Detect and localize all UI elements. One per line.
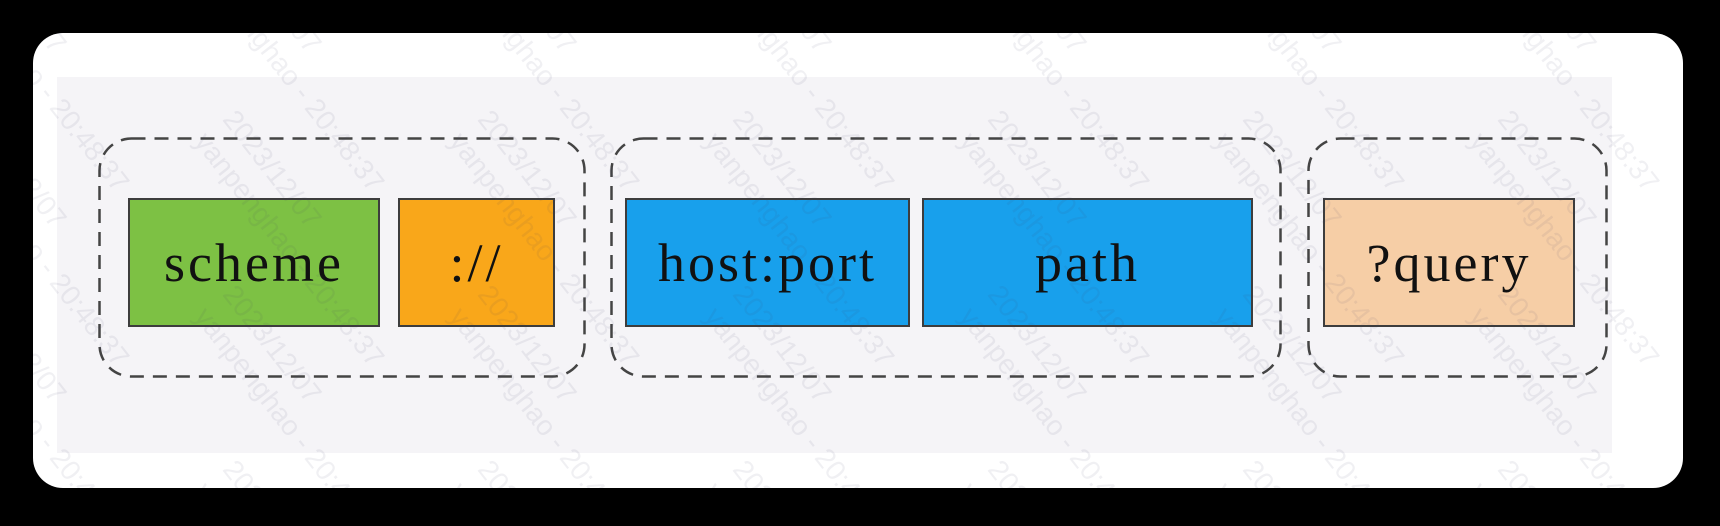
screenshot-card: scheme :// host:port path ?query 2023/12…: [33, 33, 1683, 488]
scheme-group-outline: [98, 137, 586, 378]
watermark-tile: 2023/12/07 yanpenghao - 20:48:37: [1461, 453, 1683, 488]
host-port-box: host:port: [625, 198, 910, 327]
dashed-rect-icon: [98, 137, 586, 378]
scheme-box: scheme: [128, 198, 380, 327]
path-box: path: [922, 198, 1253, 327]
dashed-rect-icon: [610, 137, 1282, 378]
watermark-tile: 2023/12/07 yanpenghao - 20:48:37: [1206, 453, 1440, 488]
query-box: ?query: [1323, 198, 1575, 327]
scheme-separator-box: ://: [398, 198, 555, 327]
watermark-tile: 2023/12/07 yanpenghao - 20:48:37: [33, 453, 165, 488]
watermark-tile: 2023/12/07 yanpenghao - 20:48:37: [951, 453, 1185, 488]
watermark-tile: 2023/12/07 yanpenghao - 20:48:37: [441, 453, 675, 488]
query-group-outline: [1307, 137, 1608, 378]
authority-group-outline: [610, 137, 1282, 378]
watermark-tile: 2023/12/07 yanpenghao - 20:48:37: [696, 453, 930, 488]
watermark-tile: 2023/12/07 yanpenghao - 20:48:37: [186, 453, 420, 488]
dashed-rect-icon: [1307, 137, 1608, 378]
